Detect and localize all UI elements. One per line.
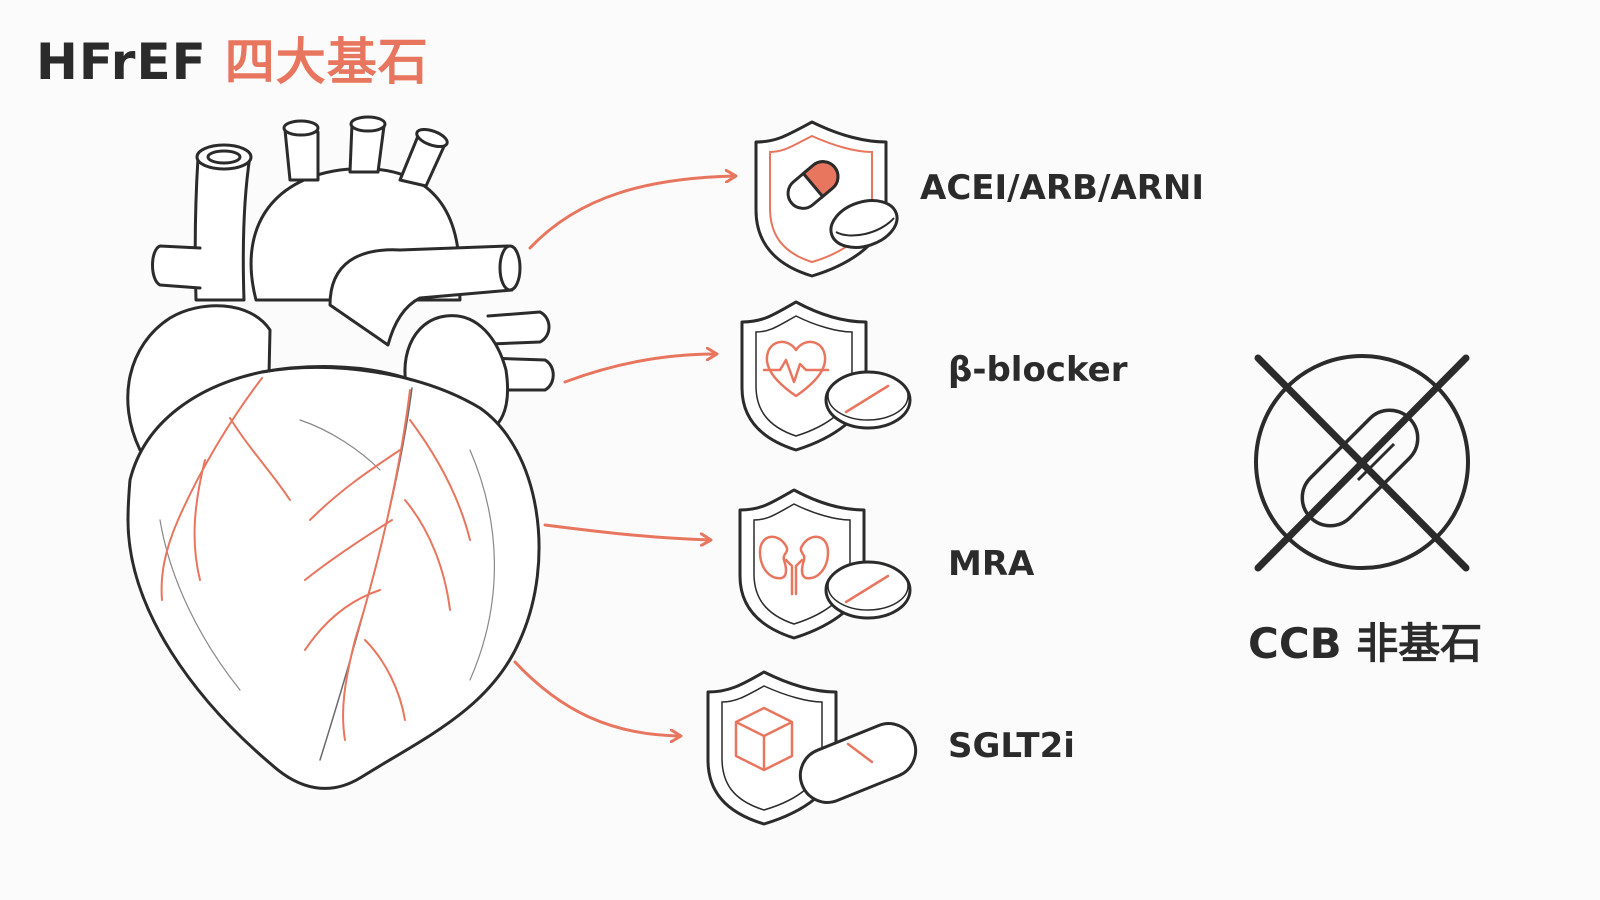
drug-label-beta-blocker: β-blocker <box>948 350 1128 390</box>
tablet-icon <box>824 560 912 620</box>
crossed-out-pill-icon <box>1254 354 1470 572</box>
drug-label-acei: ACEI/ARB/ARNI <box>920 168 1204 208</box>
heartbeat-icon <box>762 340 830 398</box>
arrows <box>513 176 735 736</box>
arrow-to-acei <box>528 176 735 250</box>
capsule-icon <box>786 160 840 210</box>
drug-acei-group <box>754 120 899 278</box>
drug-sglt2i-group <box>706 670 918 826</box>
page-title: HFrEF 四大基石 <box>36 22 429 94</box>
kidney-icon <box>758 535 830 596</box>
drug-beta-blocker-group <box>740 300 912 452</box>
drug-label-mra: MRA <box>948 544 1035 584</box>
drug-label-sglt2i: SGLT2i <box>948 726 1075 766</box>
arrow-to-mra <box>543 523 710 540</box>
coronary-vessels <box>160 377 471 741</box>
cube-icon <box>734 706 794 772</box>
arrow-to-beta-blocker <box>563 354 716 384</box>
tablet-icon <box>824 370 912 430</box>
tablet-icon <box>829 199 899 249</box>
title-en: HFrEF <box>36 33 207 91</box>
title-zh: 四大基石 <box>224 33 429 91</box>
oval-tablet-icon <box>798 722 918 804</box>
drug-mra-group <box>738 488 912 640</box>
heart-illustration <box>126 115 555 790</box>
arrow-to-sglt2i <box>513 660 680 736</box>
ccb-label: CCB 非基石 <box>1248 619 1483 668</box>
